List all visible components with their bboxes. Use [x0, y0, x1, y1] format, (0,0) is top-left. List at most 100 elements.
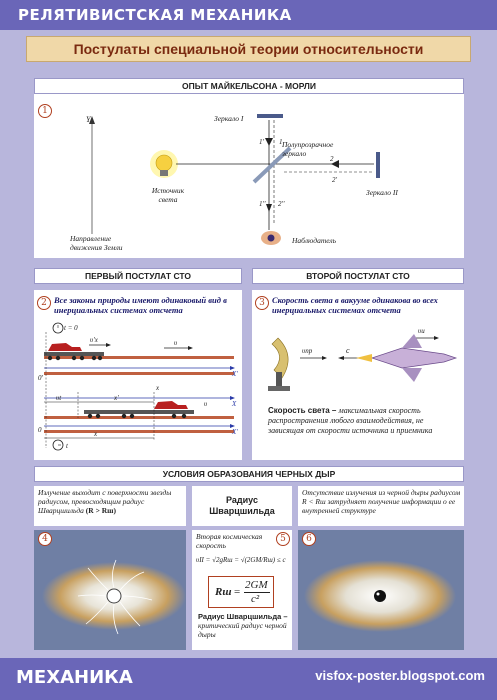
- light-speed-body: максимальная скорость распространения лю…: [268, 406, 433, 435]
- rs-lhs: Rш: [215, 586, 232, 598]
- number-badge-5: 5: [276, 532, 290, 546]
- label-xp-top: X': [231, 370, 238, 378]
- dish-antenna-icon: [271, 337, 289, 379]
- postulate2-heading-text: ВТОРОЙ ПОСТУЛАТ СТО: [306, 271, 410, 281]
- rail-bottom-lower: [44, 430, 234, 433]
- postulate2-text: Скорость света в вакууме одинакова во вс…: [272, 295, 438, 315]
- star-image: [42, 559, 186, 635]
- postulate2-heading: ВТОРОЙ ПОСТУЛАТ СТО: [252, 268, 464, 284]
- label-ut: υt: [56, 394, 62, 402]
- rs-definition: Радиус Шварцшильда – критический радиус …: [198, 612, 288, 639]
- light-speed-bold: Скорость света –: [268, 406, 337, 415]
- label-earth-direction: Направление движения Земли: [70, 234, 123, 252]
- subject-label: МЕХАНИКА: [16, 667, 133, 688]
- number-badge-3: 3: [255, 296, 269, 310]
- lamp-bulb: [155, 154, 173, 172]
- rail-top-upper: [44, 356, 234, 359]
- poster-title: РЕЛЯТИВИСТСКАЯ МЕХАНИКА: [18, 6, 292, 24]
- site-link[interactable]: visfox-poster.blogspot.com: [315, 668, 485, 683]
- blackholes-heading-text: УСЛОВИЯ ОБРАЗОВАНИЯ ЧЕРНЫХ ДЫР: [162, 469, 336, 479]
- top-bar: РЕЛЯТИВИСТСКАЯ МЕХАНИКА: [0, 0, 497, 30]
- second-speed-label: Вторая космическая скорость: [196, 532, 263, 550]
- label-c: c: [346, 346, 350, 355]
- label-r2pp: 2'': [278, 200, 285, 208]
- label-o-prime: 0': [38, 374, 44, 382]
- spaceship-icon: [370, 347, 458, 369]
- blackhole-image: [304, 560, 456, 632]
- bh-right-text-box: [298, 486, 464, 526]
- postulate1-heading: ПЕРВЫЙ ПОСТУЛАТ СТО: [34, 268, 242, 284]
- number-badge-4: 4: [38, 532, 52, 546]
- star-photo: [34, 530, 186, 650]
- rail-top-lower: [44, 372, 234, 375]
- label-x-dim: x: [93, 430, 98, 438]
- label-xp-dim: x': [113, 394, 119, 402]
- arrow-down-obs: [266, 204, 272, 212]
- platform-bottom: [84, 410, 194, 414]
- blackholes-heading: УСЛОВИЯ ОБРАЗОВАНИЯ ЧЕРНЫХ ДЫР: [34, 466, 464, 482]
- bh-left-text-body: Излучение выходит с поверхности звезды р…: [38, 488, 172, 515]
- label-v-car: υ'x: [90, 336, 99, 344]
- label-observer: Наблюдатель: [292, 236, 337, 245]
- number-badge-6: 6: [302, 532, 316, 546]
- postulate2-panel: [252, 290, 464, 460]
- bh-left-cond: (R > Rш): [85, 506, 116, 515]
- rs-eq: =: [234, 586, 241, 598]
- y-label: Y: [86, 115, 92, 124]
- observer-pupil: [267, 234, 275, 242]
- rs-formula-box: Rш = 2GM c²: [208, 576, 274, 608]
- reference-frames-diagram: t = 0 t υ'x υ υ 0' 0 X' X X' υt x' x x: [38, 322, 238, 451]
- label-t: t: [66, 442, 69, 450]
- label-r1p: 1': [259, 138, 265, 146]
- semi-mirror: [252, 146, 292, 184]
- label-u-top: υ: [174, 339, 177, 347]
- label-v-ist: υи: [418, 327, 425, 335]
- platform-top: [44, 352, 104, 356]
- michelson-heading-text: ОПЫТ МАЙКЕЛЬСОНА - МОРЛИ: [182, 81, 316, 91]
- car-bottom: [154, 401, 188, 409]
- bh-right-text: Отсутствие излучения из черной дыры ради…: [302, 488, 461, 515]
- number-badge-1: 1: [38, 104, 52, 118]
- mirror-1: [257, 114, 283, 118]
- rs-def-bold: Радиус Шварцшильда –: [198, 612, 288, 621]
- arrow-r1: [265, 138, 273, 146]
- postulate1-heading-text: ПЕРВЫЙ ПОСТУЛАТ СТО: [85, 271, 191, 281]
- label-u-bottom: υ: [204, 400, 207, 408]
- label-xp-bottom: X': [231, 428, 238, 436]
- car-top: [48, 343, 82, 351]
- arrow-r2: [331, 160, 339, 168]
- lamp-base: [160, 170, 168, 176]
- label-o: 0: [38, 426, 42, 434]
- label-r1: 1: [279, 138, 283, 146]
- michelson-diagram: Y 1' 1 2 2' 1'' 2'': [86, 114, 380, 245]
- label-x-mid: X: [231, 400, 237, 408]
- subtitle-text: Постулаты специальной теории относительн…: [73, 41, 424, 57]
- bh-center-title: Радиус Шварцшильда: [209, 495, 275, 516]
- bh-center-title-box: [192, 486, 292, 526]
- label-source: Источник света: [151, 186, 185, 204]
- rail-bottom-upper: [44, 416, 234, 419]
- label-mirror1: Зеркало I: [214, 114, 244, 123]
- rs-fraction-bar: [244, 592, 270, 593]
- rs-den: c²: [251, 593, 260, 605]
- rs-def-text: критический радиус черной дыры: [198, 621, 287, 639]
- mirror-2: [376, 152, 380, 178]
- bh-left-text: Излучение выходит с поверхности звезды р…: [38, 488, 184, 515]
- label-t0: t = 0: [64, 324, 78, 332]
- bh-left-text-box: [34, 486, 186, 526]
- label-v-pr: υпр: [302, 347, 313, 355]
- michelson-panel: [34, 78, 464, 258]
- michelson-heading: ОПЫТ МАЙКЕЛЬСОНА - МОРЛИ: [34, 78, 464, 94]
- blackhole-photo: [298, 530, 464, 650]
- label-semi-mirror: Полупрозрачное зеркало: [282, 140, 334, 158]
- label-r1pp: 1'': [259, 200, 266, 208]
- label-x-top: x: [155, 384, 160, 392]
- y-axis-arrow: [89, 116, 95, 124]
- light-speed-definition: Скорость света – максимальная скорость р…: [268, 406, 460, 436]
- number-badge-2: 2: [37, 296, 51, 310]
- rs-num: 2GM: [245, 579, 268, 591]
- speed-of-light-diagram: υпр c υи: [268, 327, 458, 391]
- label-mirror2: Зеркало II: [366, 188, 398, 197]
- postulate1-text: Все законы природы имеют одинаковый вид …: [54, 295, 227, 315]
- bottom-bar: МЕХАНИКА visfox-poster.blogspot.com: [0, 658, 497, 700]
